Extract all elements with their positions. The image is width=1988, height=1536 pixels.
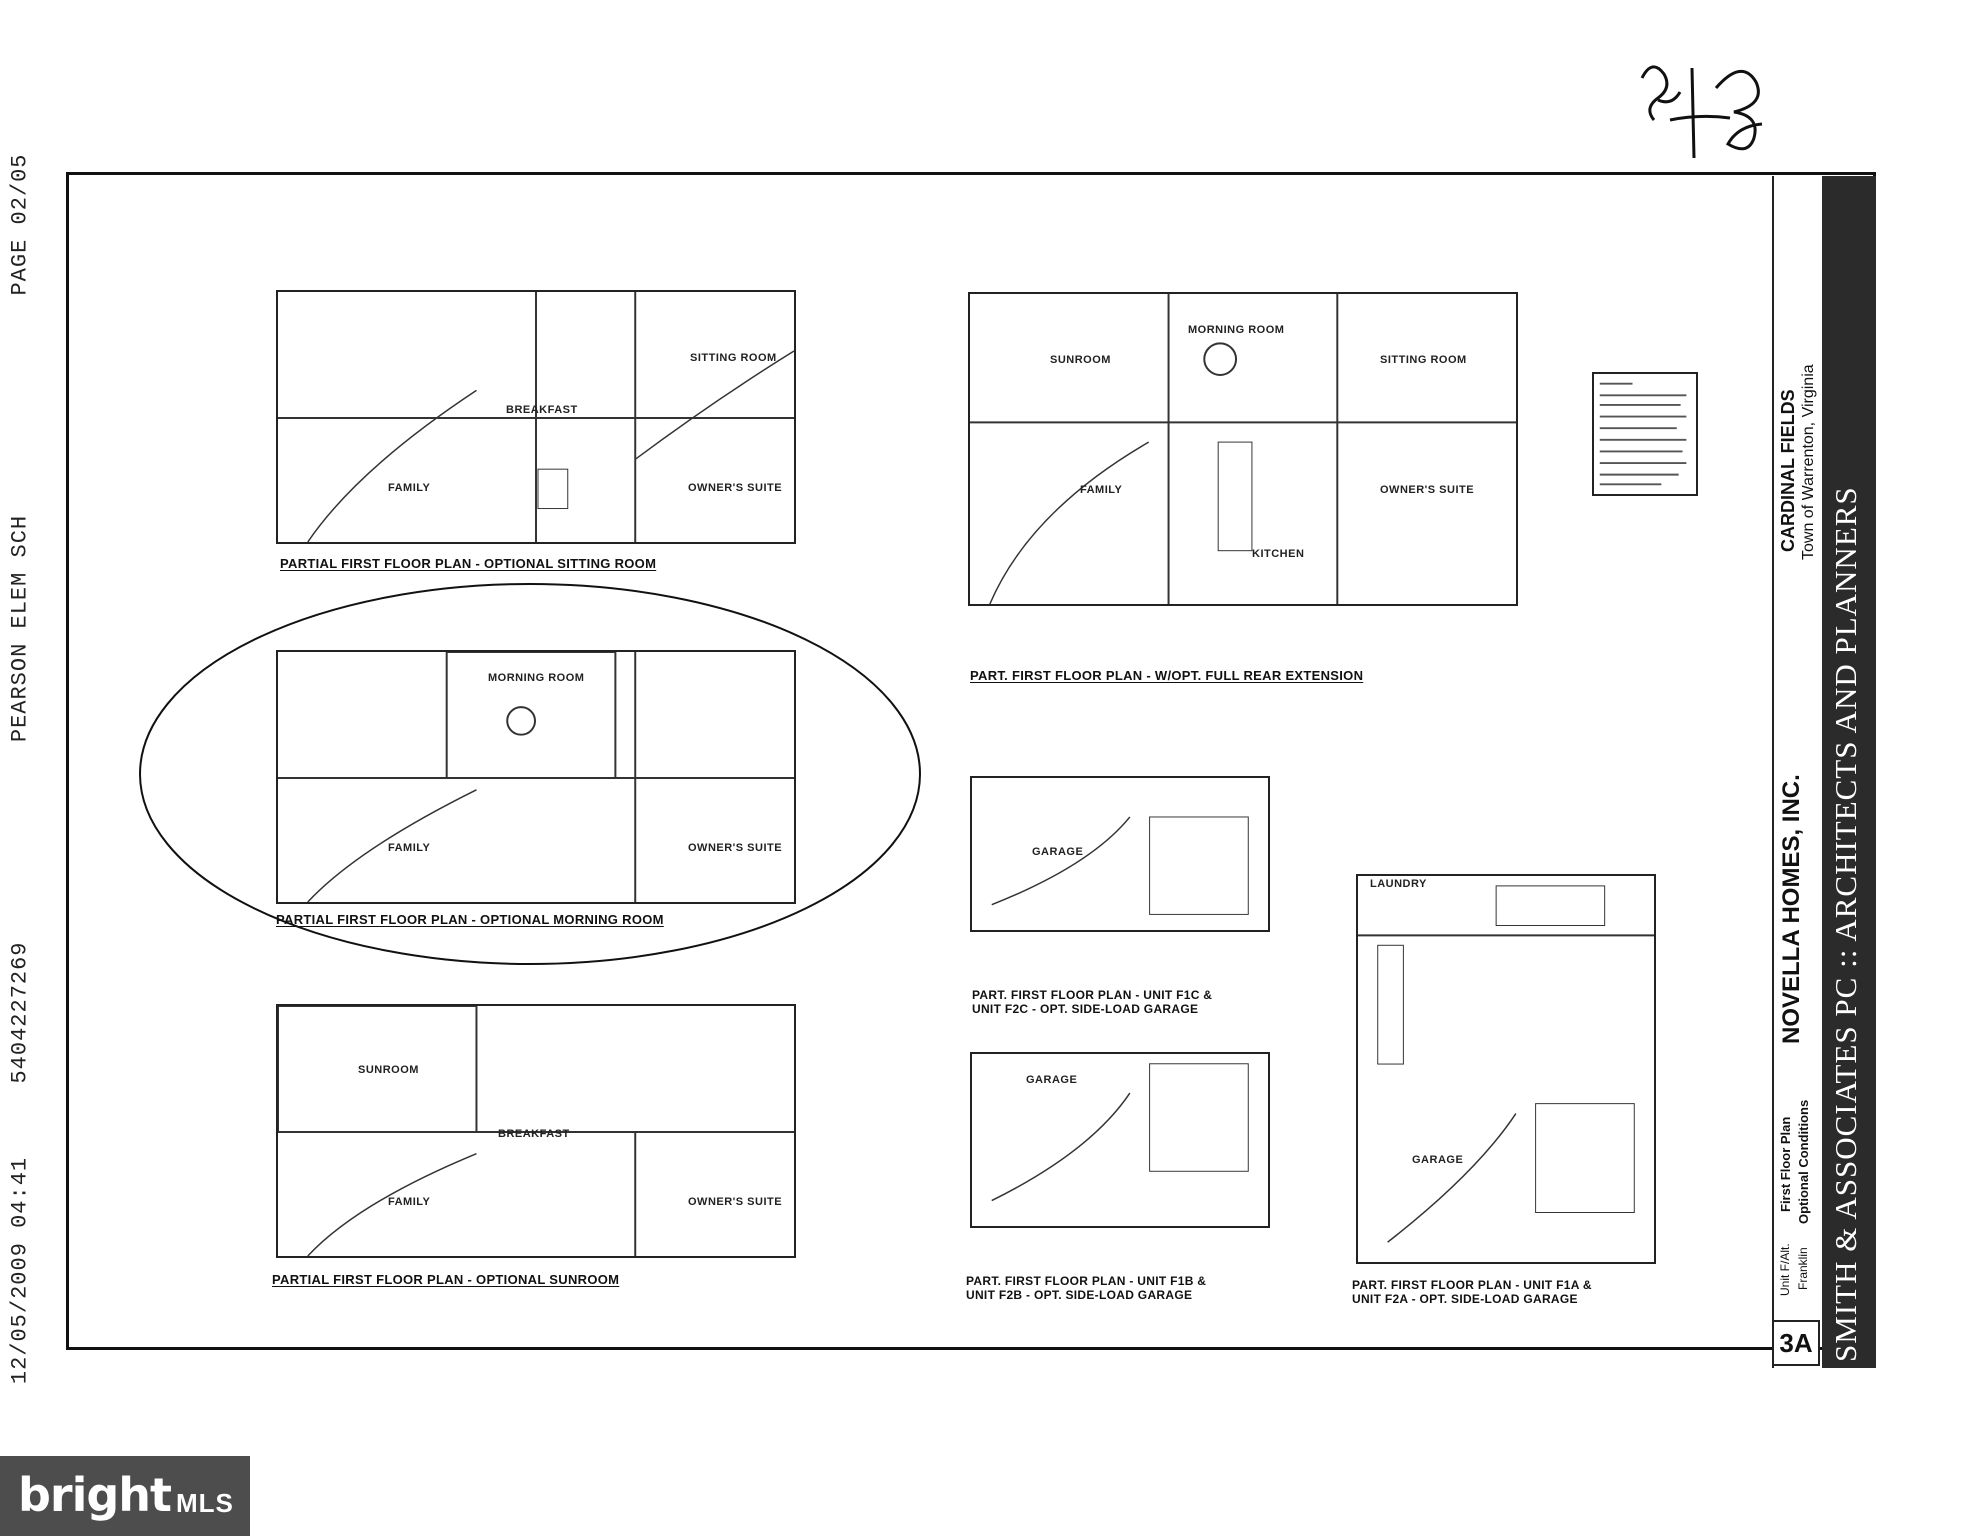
room-label: OWNER'S SUITE [688,1196,783,1208]
plan-title-line: PART. FIRST FLOOR PLAN - UNIT F1B & [966,1274,1207,1288]
handwritten-initials [1640,65,1763,159]
room-label: BREAKFAST [498,1128,570,1140]
floor-plan-side-load-garage-f1b: GARAGE [970,1052,1270,1228]
plan-title-line: UNIT F2A - OPT. SIDE-LOAD GARAGE [1352,1292,1578,1306]
project-location: Town of Warrenton, Virginia [1800,364,1817,560]
room-label: SUNROOM [1050,354,1111,366]
plan-title: PART. FIRST FLOOR PLAN - UNIT F1B & UNIT… [966,1274,1206,1302]
sheet-subtitle: Optional Conditions [1796,1099,1811,1224]
room-label: KITCHEN [1252,548,1305,560]
room-label: FAMILY [388,1196,431,1208]
general-notes-box [1592,372,1698,496]
plan-title-line: PART. FIRST FLOOR PLAN - UNIT F1C & [972,988,1213,1002]
floor-plan-side-load-garage-f1a: LAUNDRY GARAGE [1356,874,1656,1264]
room-label: FAMILY [388,842,431,854]
room-label: OWNER'S SUITE [688,482,783,494]
hand-drawn-circle [139,583,921,965]
sheet-title: First Floor Plan [1778,1116,1793,1212]
unit-model: Franklin [1796,1247,1810,1290]
sheet-number: 3A [1772,1320,1820,1366]
plan-title: PARTIAL FIRST FLOOR PLAN - OPTIONAL SUNR… [272,1272,620,1287]
room-label: OWNER'S SUITE [688,842,783,854]
room-label: OWNER'S SUITE [1380,484,1475,496]
plan-title: PARTIAL FIRST FLOOR PLAN - OPTIONAL SITT… [280,556,657,571]
plan-title: PART. FIRST FLOOR PLAN - UNIT F1A & UNIT… [1352,1278,1592,1306]
plan-title: PARTIAL FIRST FLOOR PLAN - OPTIONAL MORN… [276,912,664,927]
room-label: BREAKFAST [506,404,578,416]
room-label: LAUNDRY [1370,878,1427,890]
builder-name: NOVELLA HOMES, INC. [1778,774,1805,1044]
floor-plan-optional-sunroom: SUNROOM BREAKFAST FAMILY OWNER'S SUITE [276,1004,796,1258]
logo-suffix: MLS [176,1488,234,1518]
room-label: GARAGE [1412,1154,1464,1166]
bright-mls-logo: bright MLS [0,1456,250,1536]
plan-title: PART. FIRST FLOOR PLAN - W/OPT. FULL REA… [970,668,1364,683]
plan-title-line: UNIT F2B - OPT. SIDE-LOAD GARAGE [966,1288,1193,1302]
floor-plan-optional-sitting-room: BREAKFAST SITTING ROOM FAMILY OWNER'S SU… [276,290,796,544]
floor-plan-full-rear-extension: SUNROOM MORNING ROOM SITTING ROOM FAMILY… [968,292,1518,606]
fax-sender: PEARSON ELEM SCH [7,514,33,743]
logo-wordmark: bright [18,1468,172,1522]
architect-banner [1822,176,1876,1368]
room-label: MORNING ROOM [488,672,585,684]
room-label: MORNING ROOM [1188,324,1285,336]
project-name: CARDINAL FIELDS [1778,389,1798,552]
room-label: GARAGE [1026,1074,1078,1086]
room-label: SITTING ROOM [1380,354,1467,366]
floor-plan-side-load-garage-f1c: GARAGE [970,776,1270,932]
plan-title-line: UNIT F2C - OPT. SIDE-LOAD GARAGE [972,1002,1199,1016]
architect-name: SMITH & ASSOCIATES PC :: ARCHITECTS AND … [1828,486,1863,1362]
floor-plan-optional-morning-room: MORNING ROOM FAMILY OWNER'S SUITE [276,650,796,904]
plan-title-line: PART. FIRST FLOOR PLAN - UNIT F1A & [1352,1278,1592,1292]
room-label: FAMILY [1080,484,1123,496]
title-block [1772,176,1878,1368]
room-label: SITTING ROOM [690,352,777,364]
room-label: GARAGE [1032,846,1084,858]
room-label: FAMILY [388,482,431,494]
room-label: SUNROOM [358,1064,419,1076]
unit-type: Unit F/Alt. [1778,1243,1792,1296]
fax-datetime: 12/05/2009 04:41 [7,1156,33,1385]
fax-page-number: PAGE 02/05 [7,153,33,296]
plan-title: PART. FIRST FLOOR PLAN - UNIT F1C & UNIT… [972,988,1212,1016]
